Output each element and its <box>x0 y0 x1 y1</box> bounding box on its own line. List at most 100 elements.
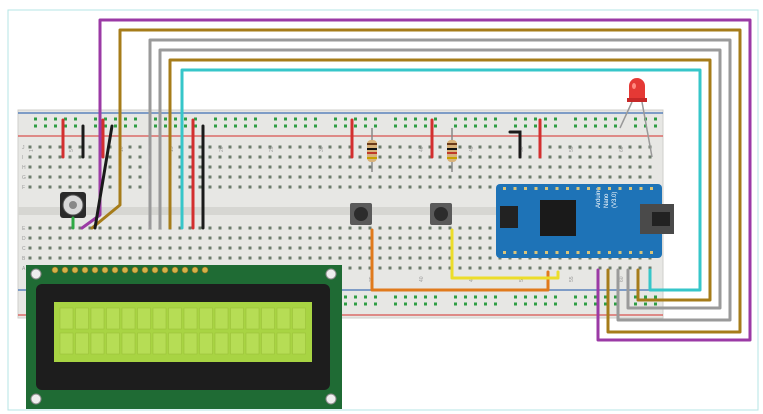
rail-hole[interactable] <box>214 117 217 121</box>
rail-hole[interactable] <box>654 117 657 121</box>
terminal-hole[interactable] <box>478 246 482 250</box>
rail-hole[interactable] <box>254 117 257 121</box>
rail-hole[interactable] <box>454 124 457 128</box>
rail-hole[interactable] <box>294 124 297 128</box>
terminal-hole[interactable] <box>148 246 152 250</box>
terminal-hole[interactable] <box>638 145 642 149</box>
potentiometer[interactable] <box>60 192 86 218</box>
terminal-hole[interactable] <box>138 236 142 240</box>
terminal-hole[interactable] <box>528 145 532 149</box>
terminal-hole[interactable] <box>628 175 632 179</box>
rail-hole[interactable] <box>604 124 607 128</box>
rail-hole[interactable] <box>194 117 197 121</box>
terminal-hole[interactable] <box>128 175 132 179</box>
terminal-hole[interactable] <box>358 266 362 270</box>
terminal-hole[interactable] <box>638 155 642 159</box>
terminal-hole[interactable] <box>398 226 402 230</box>
rail-hole[interactable] <box>404 117 407 121</box>
rail-hole[interactable] <box>244 124 247 128</box>
rail-hole[interactable] <box>364 302 367 306</box>
terminal-hole[interactable] <box>178 145 182 149</box>
terminal-hole[interactable] <box>598 165 602 169</box>
terminal-hole[interactable] <box>58 246 62 250</box>
rail-hole[interactable] <box>334 124 337 128</box>
terminal-hole[interactable] <box>78 185 82 189</box>
terminal-hole[interactable] <box>68 175 72 179</box>
terminal-hole[interactable] <box>188 165 192 169</box>
terminal-hole[interactable] <box>578 175 582 179</box>
terminal-hole[interactable] <box>248 226 252 230</box>
rail-hole[interactable] <box>484 302 487 306</box>
terminal-hole[interactable] <box>578 165 582 169</box>
terminal-hole[interactable] <box>248 185 252 189</box>
terminal-hole[interactable] <box>398 175 402 179</box>
terminal-hole[interactable] <box>528 155 532 159</box>
rail-hole[interactable] <box>584 124 587 128</box>
terminal-hole[interactable] <box>368 165 372 169</box>
terminal-hole[interactable] <box>58 175 62 179</box>
terminal-hole[interactable] <box>498 155 502 159</box>
terminal-hole[interactable] <box>628 145 632 149</box>
terminal-hole[interactable] <box>648 165 652 169</box>
wire-cyan[interactable] <box>180 68 702 292</box>
terminal-hole[interactable] <box>268 236 272 240</box>
terminal-hole[interactable] <box>38 145 42 149</box>
terminal-hole[interactable] <box>128 165 132 169</box>
terminal-hole[interactable] <box>178 155 182 159</box>
terminal-hole[interactable] <box>208 155 212 159</box>
rail-hole[interactable] <box>414 295 417 299</box>
rail-hole[interactable] <box>394 302 397 306</box>
terminal-hole[interactable] <box>348 236 352 240</box>
terminal-hole[interactable] <box>88 246 92 250</box>
terminal-hole[interactable] <box>378 155 382 159</box>
terminal-hole[interactable] <box>388 155 392 159</box>
terminal-hole[interactable] <box>278 226 282 230</box>
rail-hole[interactable] <box>364 117 367 121</box>
rail-hole[interactable] <box>534 295 537 299</box>
terminal-hole[interactable] <box>478 236 482 240</box>
terminal-hole[interactable] <box>438 226 442 230</box>
terminal-hole[interactable] <box>368 246 372 250</box>
rail-hole[interactable] <box>64 124 67 128</box>
rail-hole[interactable] <box>164 124 167 128</box>
rail-hole[interactable] <box>394 124 397 128</box>
terminal-hole[interactable] <box>298 175 302 179</box>
terminal-hole[interactable] <box>238 185 242 189</box>
terminal-hole[interactable] <box>78 226 82 230</box>
terminal-hole[interactable] <box>198 145 202 149</box>
terminal-hole[interactable] <box>228 226 232 230</box>
terminal-hole[interactable] <box>118 236 122 240</box>
terminal-hole[interactable] <box>348 226 352 230</box>
rail-hole[interactable] <box>414 124 417 128</box>
rail-hole[interactable] <box>164 117 167 121</box>
terminal-hole[interactable] <box>478 256 482 260</box>
terminal-hole[interactable] <box>408 236 412 240</box>
terminal-hole[interactable] <box>458 185 462 189</box>
terminal-hole[interactable] <box>238 256 242 260</box>
rail-hole[interactable] <box>34 124 37 128</box>
terminal-hole[interactable] <box>88 165 92 169</box>
terminal-hole[interactable] <box>388 236 392 240</box>
terminal-hole[interactable] <box>398 256 402 260</box>
terminal-hole[interactable] <box>238 145 242 149</box>
terminal-hole[interactable] <box>188 175 192 179</box>
terminal-hole[interactable] <box>568 175 572 179</box>
terminal-hole[interactable] <box>168 256 172 260</box>
rail-hole[interactable] <box>454 302 457 306</box>
terminal-hole[interactable] <box>508 175 512 179</box>
terminal-hole[interactable] <box>248 256 252 260</box>
terminal-hole[interactable] <box>508 145 512 149</box>
rail-hole[interactable] <box>614 124 617 128</box>
jumper-black-2[interactable] <box>93 124 114 230</box>
wire-brown[interactable] <box>90 28 742 334</box>
terminal-hole[interactable] <box>398 145 402 149</box>
terminal-hole[interactable] <box>38 155 42 159</box>
terminal-hole[interactable] <box>188 246 192 250</box>
terminal-hole[interactable] <box>488 155 492 159</box>
terminal-hole[interactable] <box>238 165 242 169</box>
terminal-hole[interactable] <box>378 185 382 189</box>
terminal-hole[interactable] <box>418 145 422 149</box>
terminal-hole[interactable] <box>488 246 492 250</box>
rail-hole[interactable] <box>524 295 527 299</box>
terminal-hole[interactable] <box>218 256 222 260</box>
